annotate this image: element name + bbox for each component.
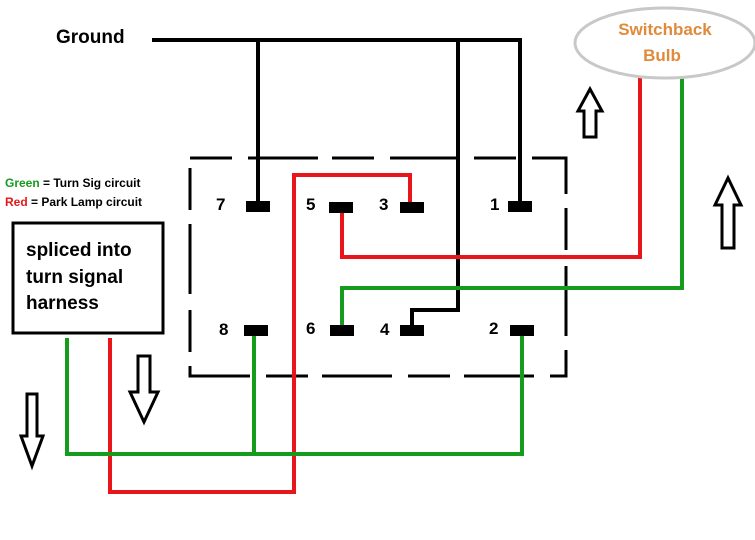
- up-arrow-icon: [712, 174, 744, 250]
- pin-number-4: 4: [380, 320, 390, 339]
- terminal-2: [510, 325, 534, 336]
- pin-number-8: 8: [219, 320, 228, 339]
- red-wires: [108, 72, 642, 494]
- legend-green-word: Green: [5, 176, 40, 190]
- ground-label: Ground: [56, 27, 125, 48]
- pin-number-6: 6: [306, 319, 315, 338]
- switch-housing: [188, 156, 568, 378]
- down-arrow-icon: [127, 354, 161, 426]
- terminal-7: [246, 201, 270, 212]
- terminal-6: [330, 325, 354, 336]
- pin-number-2: 2: [489, 319, 498, 338]
- up-arrow-icon: [575, 85, 605, 139]
- bulb-label-line1: Switchback: [618, 20, 712, 39]
- spliced-line-1: spliced into: [26, 240, 132, 261]
- legend-green: Green = Turn Sig circuit: [5, 176, 140, 190]
- pin-number-5: 5: [306, 195, 315, 214]
- terminal-4: [400, 325, 424, 336]
- legend-red: Red = Park Lamp circuit: [5, 195, 142, 209]
- terminal-3: [400, 202, 424, 213]
- terminal-5: [329, 202, 353, 213]
- green-wires: [65, 72, 684, 456]
- switchback-bulb: [573, 6, 755, 80]
- pin-number-3: 3: [379, 195, 388, 214]
- legend-green-text: = Turn Sig circuit: [40, 176, 141, 190]
- bulb-label-line2: Bulb: [643, 46, 681, 65]
- legend-red-word: Red: [5, 195, 28, 209]
- terminal-1: [508, 201, 532, 212]
- spliced-line-2: turn signal: [26, 267, 123, 288]
- spliced-box: [11, 221, 165, 335]
- spliced-line-3: harness: [26, 293, 99, 314]
- pin-terminals: [244, 201, 534, 336]
- terminal-8: [244, 325, 268, 336]
- pin-number-1: 1: [490, 195, 499, 214]
- down-arrow-icon: [18, 392, 46, 471]
- ground-wires: [152, 38, 522, 330]
- pin-number-7: 7: [216, 195, 225, 214]
- legend-red-text: = Park Lamp circuit: [28, 195, 142, 209]
